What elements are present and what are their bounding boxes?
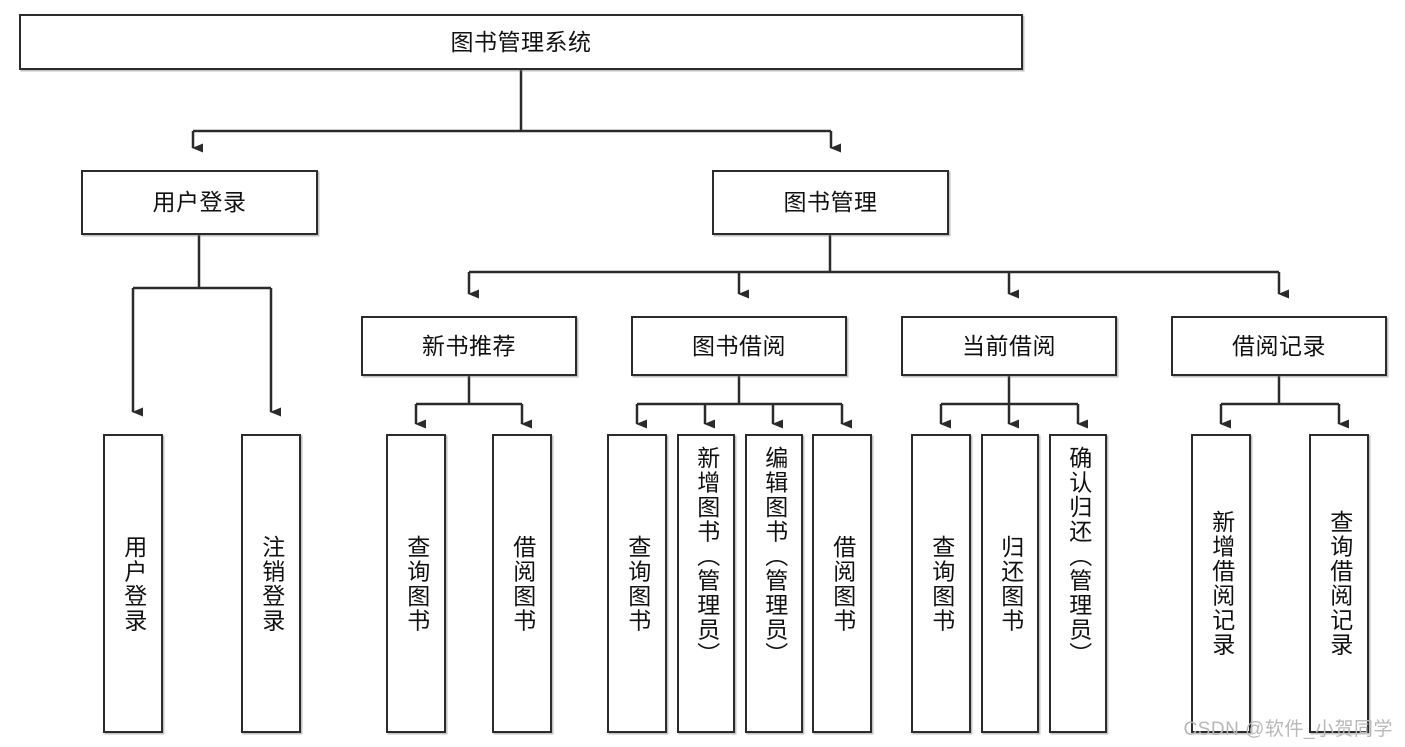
leaf-add-borrow-record[interactable]: 新增借阅记录 — [1191, 434, 1251, 733]
leaf-add-book-admin[interactable]: 新增图书（管理员） — [677, 434, 735, 733]
node-new-book-recommend[interactable]: 新书推荐 — [361, 316, 577, 376]
leaf-query-book-current-label: 查询图书 — [928, 534, 955, 633]
node-root-label: 图书管理系统 — [450, 28, 592, 55]
node-book-management-label: 图书管理 — [783, 189, 878, 216]
leaf-edit-book-admin[interactable]: 编辑图书（管理员） — [745, 434, 803, 733]
node-user-login[interactable]: 用户登录 — [81, 170, 318, 235]
leaf-borrow-book-label: 借阅图书 — [829, 534, 856, 633]
leaf-edit-book-admin-label: 编辑图书（管理员） — [761, 446, 788, 667]
leaf-query-book-borrow[interactable]: 查询图书 — [607, 434, 667, 733]
leaf-confirm-return-admin-label: 确认归还（管理员） — [1065, 446, 1092, 667]
leaf-query-book-borrow-label: 查询图书 — [624, 534, 651, 633]
leaf-borrow-book[interactable]: 借阅图书 — [812, 434, 872, 733]
node-book-borrow-label: 图书借阅 — [692, 332, 786, 359]
node-current-borrow[interactable]: 当前借阅 — [901, 316, 1117, 376]
node-root[interactable]: 图书管理系统 — [19, 14, 1023, 70]
node-borrow-record-label: 借阅记录 — [1232, 332, 1326, 359]
node-new-book-recommend-label: 新书推荐 — [422, 332, 516, 359]
leaf-return-book-label: 归还图书 — [997, 534, 1024, 633]
leaf-query-book-newbook-label: 查询图书 — [403, 534, 430, 633]
leaf-borrow-book-newbook[interactable]: 借阅图书 — [492, 434, 552, 733]
leaf-return-book[interactable]: 归还图书 — [981, 434, 1039, 733]
leaf-query-borrow-record[interactable]: 查询借阅记录 — [1309, 434, 1369, 733]
leaf-query-book-current[interactable]: 查询图书 — [911, 434, 971, 733]
node-book-management[interactable]: 图书管理 — [712, 170, 949, 235]
leaf-logout-label: 注销登录 — [258, 534, 285, 633]
leaf-add-book-admin-label: 新增图书（管理员） — [693, 446, 720, 667]
leaf-query-book-newbook[interactable]: 查询图书 — [386, 434, 446, 733]
leaf-confirm-return-admin[interactable]: 确认归还（管理员） — [1049, 434, 1107, 733]
leaf-user-login[interactable]: 用户登录 — [103, 434, 163, 733]
watermark-text: CSDN @软件_小贺同学 — [1183, 719, 1393, 740]
node-user-login-label: 用户登录 — [152, 189, 247, 216]
leaf-query-borrow-record-label: 查询借阅记录 — [1326, 510, 1353, 657]
leaf-add-borrow-record-label: 新增借阅记录 — [1208, 510, 1235, 657]
node-borrow-record[interactable]: 借阅记录 — [1171, 316, 1387, 376]
leaf-logout[interactable]: 注销登录 — [241, 434, 301, 733]
node-current-borrow-label: 当前借阅 — [962, 332, 1056, 359]
leaf-borrow-book-newbook-label: 借阅图书 — [509, 534, 536, 633]
node-book-borrow[interactable]: 图书借阅 — [631, 316, 847, 376]
leaf-user-login-label: 用户登录 — [120, 534, 147, 633]
